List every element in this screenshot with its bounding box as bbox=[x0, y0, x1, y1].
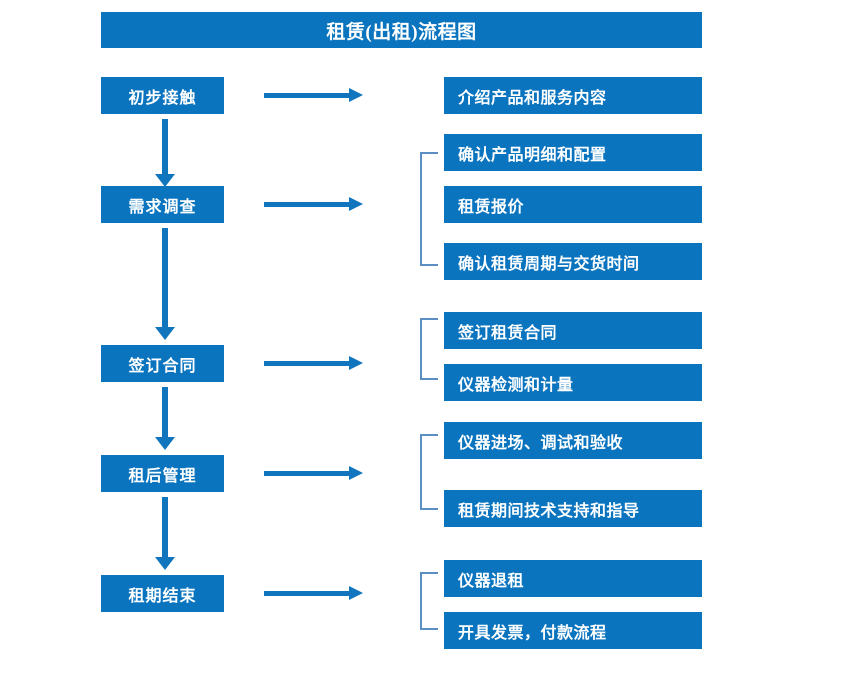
stage-to-detail-arrow-4 bbox=[264, 466, 363, 480]
arrow-head-icon bbox=[155, 437, 175, 450]
detail-box-1[interactable]: 介绍产品和服务内容 bbox=[444, 77, 702, 114]
stage-to-stage-arrow-4 bbox=[155, 497, 175, 570]
arrow-shaft bbox=[162, 387, 168, 437]
detail-box-5[interactable]: 签订租赁合同 bbox=[444, 312, 702, 349]
stage-to-stage-arrow-1 bbox=[155, 119, 175, 187]
detail-group-bracket-4 bbox=[420, 434, 438, 510]
arrow-shaft bbox=[162, 119, 168, 174]
arrow-head-icon bbox=[349, 466, 363, 480]
page-title: 租赁(出租)流程图 bbox=[101, 12, 702, 48]
arrow-head-icon bbox=[349, 356, 363, 370]
stage-box-1[interactable]: 初步接触 bbox=[101, 77, 224, 114]
arrow-shaft bbox=[162, 497, 168, 557]
stage-to-detail-arrow-1 bbox=[264, 88, 363, 102]
arrow-head-icon bbox=[349, 586, 363, 600]
detail-group-bracket-5 bbox=[420, 572, 438, 630]
detail-group-bracket-3 bbox=[420, 318, 438, 380]
stage-box-4[interactable]: 租后管理 bbox=[101, 455, 224, 492]
detail-box-2[interactable]: 确认产品明细和配置 bbox=[444, 134, 702, 171]
detail-group-bracket-2 bbox=[420, 152, 438, 266]
detail-box-10[interactable]: 开具发票，付款流程 bbox=[444, 612, 702, 649]
stage-to-detail-arrow-2 bbox=[264, 197, 363, 211]
detail-box-9[interactable]: 仪器退租 bbox=[444, 560, 702, 597]
detail-box-8[interactable]: 租赁期间技术支持和指导 bbox=[444, 490, 702, 527]
stage-to-detail-arrow-3 bbox=[264, 356, 363, 370]
stage-box-5[interactable]: 租期结束 bbox=[101, 575, 224, 612]
stage-box-3[interactable]: 签订合同 bbox=[101, 345, 224, 382]
arrow-head-icon bbox=[155, 327, 175, 340]
stage-to-stage-arrow-2 bbox=[155, 228, 175, 340]
arrow-head-icon bbox=[155, 557, 175, 570]
arrow-shaft bbox=[264, 591, 350, 596]
stage-box-2[interactable]: 需求调查 bbox=[101, 186, 224, 223]
stage-to-stage-arrow-3 bbox=[155, 387, 175, 450]
stage-to-detail-arrow-5 bbox=[264, 586, 363, 600]
arrow-head-icon bbox=[349, 197, 363, 211]
arrow-head-icon bbox=[349, 88, 363, 102]
arrow-shaft bbox=[264, 93, 350, 98]
arrow-shaft bbox=[162, 228, 168, 327]
detail-box-4[interactable]: 确认租赁周期与交货时间 bbox=[444, 243, 702, 280]
detail-box-7[interactable]: 仪器进场、调试和验收 bbox=[444, 422, 702, 459]
arrow-shaft bbox=[264, 361, 350, 366]
arrow-head-icon bbox=[155, 174, 175, 187]
arrow-shaft bbox=[264, 471, 350, 476]
detail-box-3[interactable]: 租赁报价 bbox=[444, 186, 702, 223]
detail-box-6[interactable]: 仪器检测和计量 bbox=[444, 364, 702, 401]
arrow-shaft bbox=[264, 202, 350, 207]
